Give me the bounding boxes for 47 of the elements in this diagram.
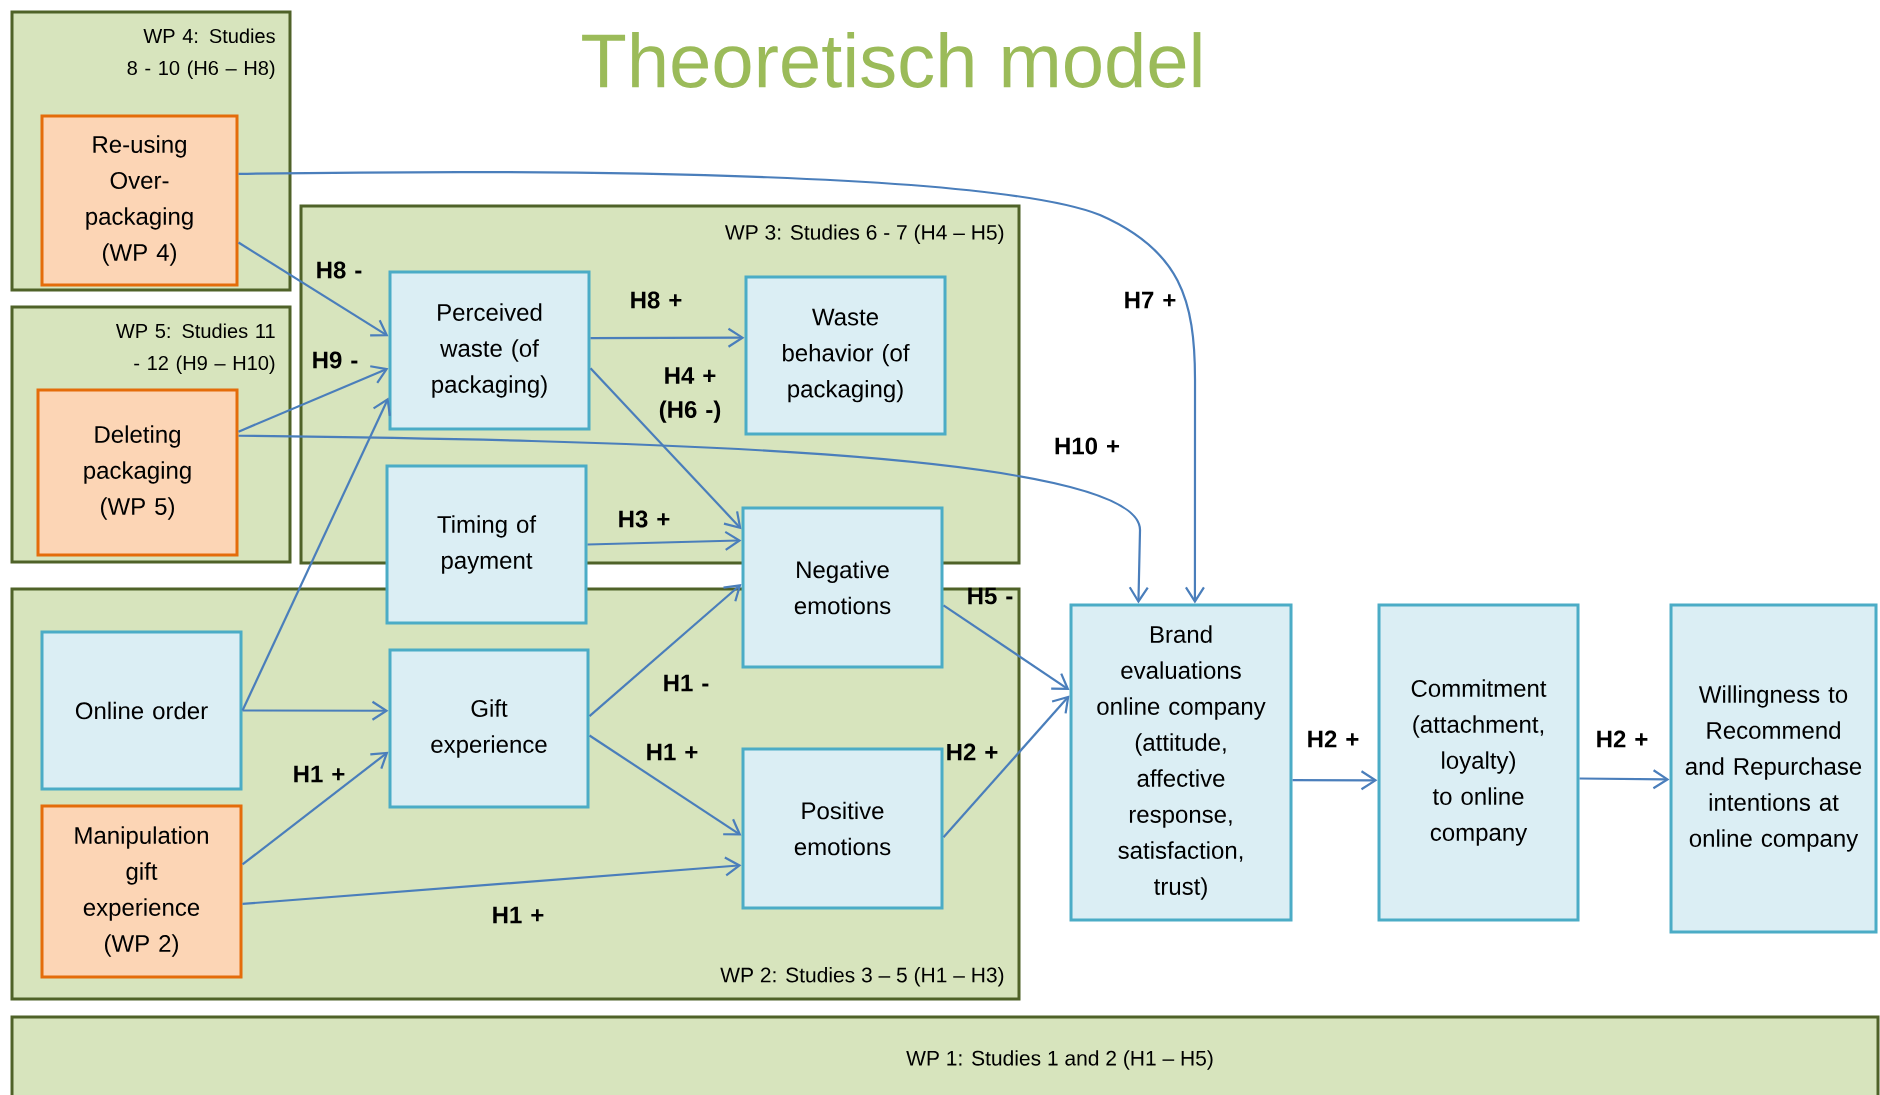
arrow bbox=[237, 241, 389, 337]
process-box: Brand evaluations online company (attitude, affective response, satisfaction, trust) bbox=[1069, 603, 1293, 922]
edge-label: H1 + bbox=[294, 765, 345, 783]
arrow bbox=[589, 367, 742, 530]
arrow bbox=[590, 327, 745, 348]
arrow bbox=[238, 434, 1149, 604]
edge-label: H5 - bbox=[968, 587, 1013, 605]
title: Theoretisch model bbox=[582, 32, 1201, 88]
arrow bbox=[942, 604, 1070, 691]
arrow bbox=[587, 530, 742, 551]
process-box: Manipulation gift experience (WP 2) bbox=[40, 804, 243, 979]
edge-label: H7 + bbox=[1125, 291, 1176, 309]
arrow bbox=[242, 700, 389, 721]
process-box: Gift experience bbox=[388, 648, 590, 809]
edge-label: H8 + bbox=[631, 291, 682, 309]
arrow bbox=[1292, 770, 1378, 791]
process-box: Perceived waste (of packaging) bbox=[388, 270, 591, 431]
arrow bbox=[238, 171, 1205, 604]
arrow bbox=[1579, 769, 1670, 790]
process-box: Commitment (attachment, loyalty) to online company bbox=[1377, 603, 1580, 922]
process-box: Online order bbox=[40, 630, 243, 791]
process-box: Re-using Over-packaging (WP 4) bbox=[40, 114, 239, 287]
edge-label: H2 + bbox=[1308, 730, 1359, 748]
edge-label: H1 + bbox=[647, 743, 698, 761]
edge-label: H3 + bbox=[619, 510, 670, 528]
process-box: Willingness to Recommend and Repurchase intentions at online company bbox=[1669, 603, 1878, 934]
process-box: Positive emotions bbox=[741, 747, 944, 910]
arrow bbox=[241, 397, 391, 711]
arrow bbox=[238, 365, 389, 433]
arrow bbox=[242, 856, 742, 905]
arrow bbox=[588, 734, 742, 836]
edge-label: H4 + (H6 -) bbox=[659, 367, 721, 423]
edge-label: H1 - bbox=[664, 674, 709, 692]
process-box: Deleting packaging (WP 5) bbox=[36, 388, 239, 557]
arrow bbox=[588, 583, 742, 717]
edge-label: H9 - bbox=[313, 351, 358, 369]
edge-label: H2 + bbox=[1597, 730, 1648, 748]
group-box: WP 1: Studies 1 and 2 (H1 – H5) bbox=[10, 1015, 1880, 1095]
edge-label: H8 - bbox=[317, 261, 362, 279]
process-box: Waste behavior (of packaging) bbox=[744, 275, 947, 436]
edge-label: H1 + bbox=[493, 906, 544, 924]
arrow bbox=[942, 695, 1070, 839]
edge-label: H2 + bbox=[947, 743, 998, 761]
edge-label: H10 + bbox=[1055, 437, 1120, 455]
arrow bbox=[241, 751, 389, 866]
process-box: Timing of payment bbox=[385, 464, 588, 625]
process-box: Negative emotions bbox=[741, 506, 944, 669]
